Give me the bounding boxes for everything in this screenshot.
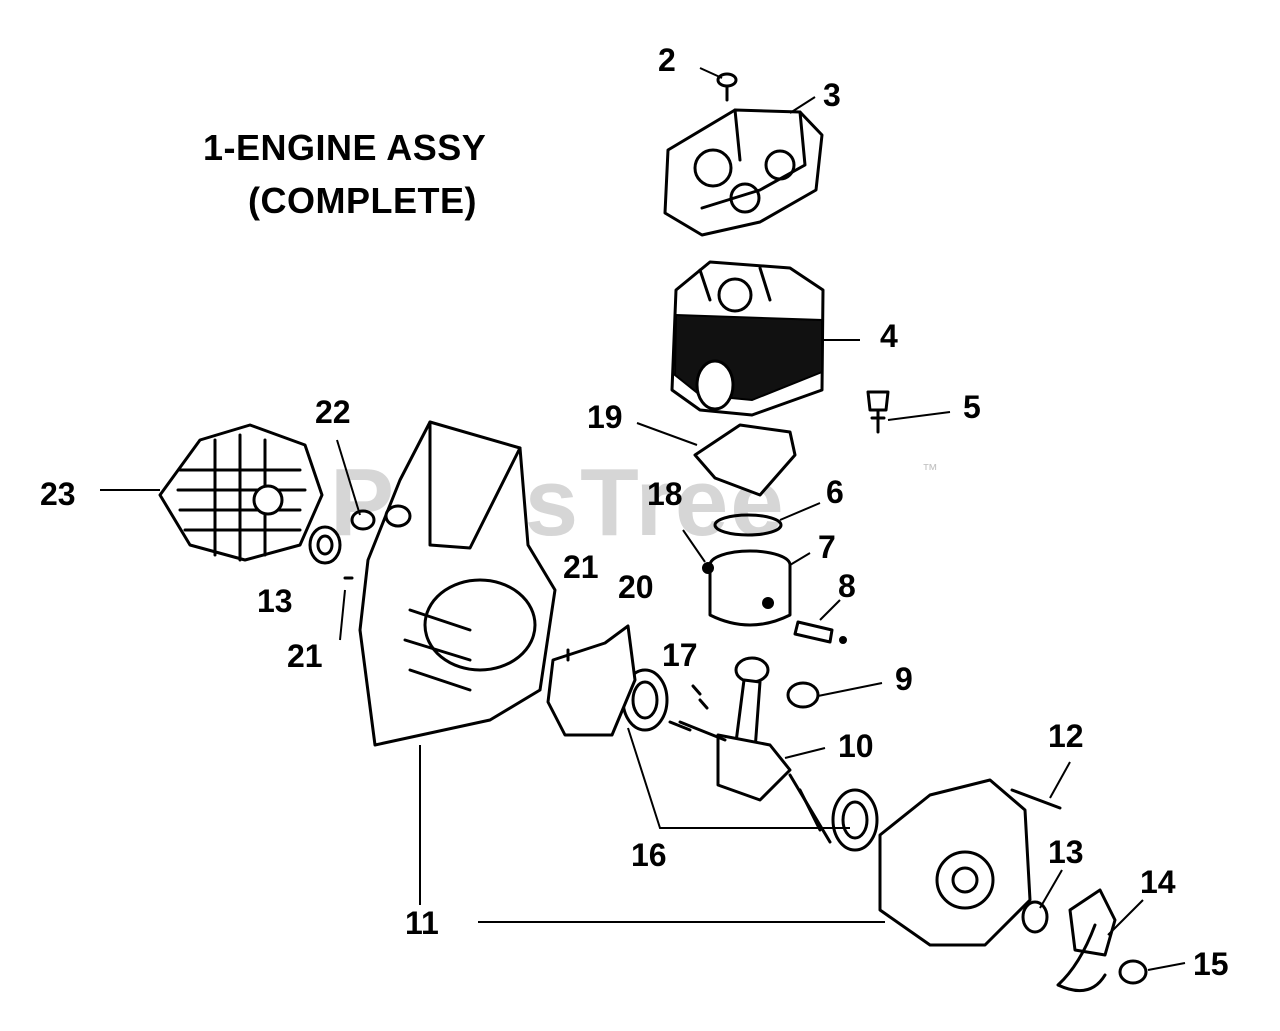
callout-13: 13	[257, 583, 293, 619]
crankcase-gasket-part	[546, 624, 637, 737]
clip-part	[702, 562, 714, 574]
crankcase-screw-part	[1010, 788, 1062, 810]
leader-line	[1107, 899, 1144, 936]
leader-line	[339, 589, 346, 641]
leader-line	[819, 599, 841, 621]
callout-17: 17	[662, 637, 698, 673]
callout-3: 3	[823, 77, 841, 113]
leader-line	[789, 552, 811, 566]
leader-line	[779, 502, 821, 521]
callout-11: 11	[405, 905, 439, 941]
leader-line	[784, 747, 826, 759]
callout-6: 6	[826, 474, 844, 510]
piston-pin-part	[793, 620, 847, 644]
callout-8: 8	[838, 568, 856, 604]
leader-line	[336, 439, 361, 516]
callout-18: 18	[647, 476, 683, 512]
cylinder-part	[670, 260, 825, 417]
callout-19: 19	[587, 399, 623, 435]
callout-14: 14	[1140, 864, 1176, 900]
callout-16: 16	[631, 837, 667, 873]
seal-part	[350, 504, 412, 531]
cylinder-cover-part	[663, 108, 824, 237]
callout-12: 12	[1048, 718, 1084, 754]
leader-line	[817, 682, 883, 697]
crankcase-part	[358, 420, 1032, 947]
crankshaft-bearing-part	[621, 668, 879, 852]
piston-ring-part	[713, 513, 783, 537]
leader-line	[1039, 869, 1063, 909]
callout-22: 22	[315, 394, 351, 430]
leader-line	[789, 96, 816, 114]
callout-20: 20	[618, 569, 654, 605]
crankshaft-part	[668, 656, 832, 844]
leader-line	[636, 422, 698, 446]
callout-2: 2	[658, 42, 676, 78]
leader-line	[699, 67, 723, 79]
screw-part	[716, 72, 738, 102]
leader-line	[627, 727, 850, 829]
callout-10: 10	[838, 728, 874, 764]
callout-15: 15	[1193, 946, 1229, 982]
diagram-subtitle: (COMPLETE)	[248, 180, 477, 221]
spark-plug-part	[866, 390, 890, 434]
callout-13: 13	[1048, 834, 1084, 870]
leader-line	[682, 529, 706, 563]
key-part	[691, 684, 709, 710]
oil-seal-part	[308, 525, 1049, 934]
gasket-part	[693, 423, 797, 497]
callout-5: 5	[963, 389, 981, 425]
piston-part	[708, 549, 792, 627]
callout-4: 4	[880, 318, 898, 354]
flywheel-part	[158, 423, 324, 562]
leader-line	[887, 411, 951, 421]
callout-7: 7	[818, 529, 836, 565]
needle-bearing-part	[786, 681, 820, 709]
callout-21: 21	[563, 549, 599, 585]
clutch-part	[1056, 888, 1148, 993]
callout-9: 9	[895, 661, 913, 697]
callout-23: 23	[40, 476, 76, 512]
leader-line	[1147, 962, 1186, 971]
callout-21: 21	[287, 638, 323, 674]
trademark-symbol: ™	[922, 462, 938, 479]
leader-line	[1049, 761, 1071, 799]
diagram-title: 1-ENGINE ASSY	[203, 127, 487, 168]
